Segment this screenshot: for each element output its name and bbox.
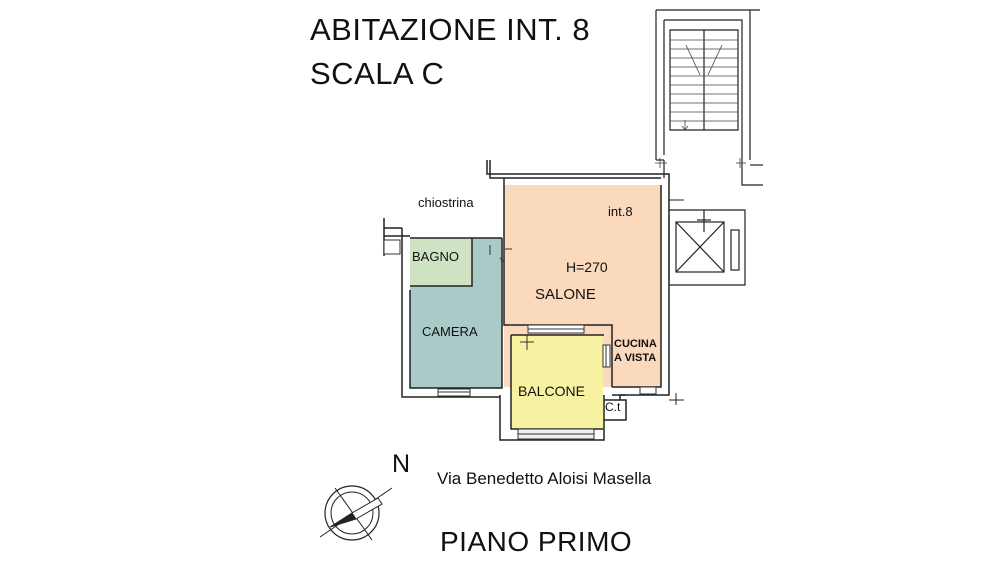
title-line-2: SCALA C [310, 56, 445, 91]
compass-icon [319, 485, 393, 541]
salone-label: SALONE [535, 286, 596, 303]
ct-label: C.t [605, 400, 621, 414]
stairwell [655, 9, 763, 186]
balcone-fill [511, 335, 603, 429]
bagno-fill [410, 238, 472, 286]
elevator [668, 209, 746, 286]
camera-label: CAMERA [422, 324, 478, 339]
unit-label: int.8 [608, 204, 633, 219]
balcone-label: BALCONE [518, 383, 585, 399]
bagno-label: BAGNO [412, 249, 459, 264]
cucina-label-line-2: A VISTA [614, 352, 657, 364]
title-line-1: ABITAZIONE INT. 8 [310, 12, 591, 47]
height-label: H=270 [566, 259, 608, 275]
chiostrina-label: chiostrina [418, 195, 474, 210]
north-label: N [392, 450, 411, 478]
stair-treads [655, 39, 746, 168]
cucina-label-line-1: CUCINA [614, 338, 657, 350]
street-label: Via Benedetto Aloisi Masella [437, 469, 652, 488]
windows [383, 239, 657, 440]
wall-ticks [669, 199, 684, 405]
floor-label: PIANO PRIMO [440, 526, 633, 557]
